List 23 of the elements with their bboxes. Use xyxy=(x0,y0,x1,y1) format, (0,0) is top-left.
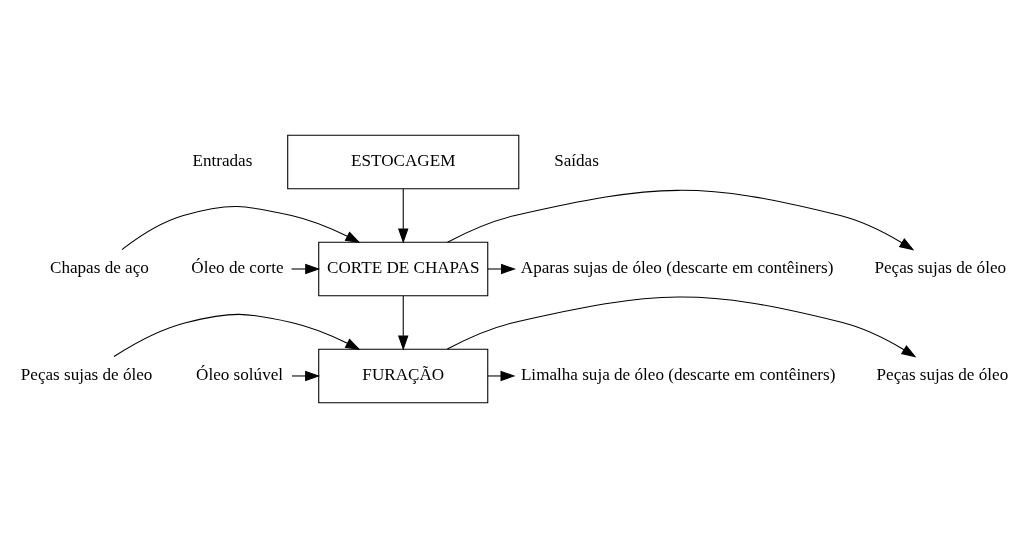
arrow xyxy=(121,205,361,250)
node-box: CORTE DE CHAPAS xyxy=(318,241,489,296)
arrow xyxy=(398,187,409,244)
node-box: FURAÇÃO xyxy=(318,348,489,403)
node-text: Aparas sujas de óleo (descarte em contêiners) xyxy=(520,257,834,277)
node-box: ESTOCAGEM xyxy=(287,134,520,189)
label: Entradas xyxy=(192,150,253,170)
node-text: Limalha suja de óleo (descarte em contêiners) xyxy=(520,364,836,384)
arrow xyxy=(447,189,915,250)
arrow xyxy=(291,370,321,381)
node-text: Óleo de corte xyxy=(191,257,284,277)
arrow xyxy=(487,370,516,381)
node-text: Peças sujas de óleo xyxy=(20,364,153,384)
arrow xyxy=(291,263,321,274)
node-text: Peças sujas de óleo xyxy=(876,364,1009,384)
arrow xyxy=(487,263,516,274)
node-text: Chapas de aço xyxy=(50,257,149,277)
node-text: Peças sujas de óleo xyxy=(874,257,1007,277)
arrow xyxy=(398,294,409,351)
node-text: Óleo solúvel xyxy=(196,364,284,384)
label: Saídas xyxy=(554,150,599,170)
arrow xyxy=(113,313,361,357)
arrow xyxy=(446,295,917,357)
